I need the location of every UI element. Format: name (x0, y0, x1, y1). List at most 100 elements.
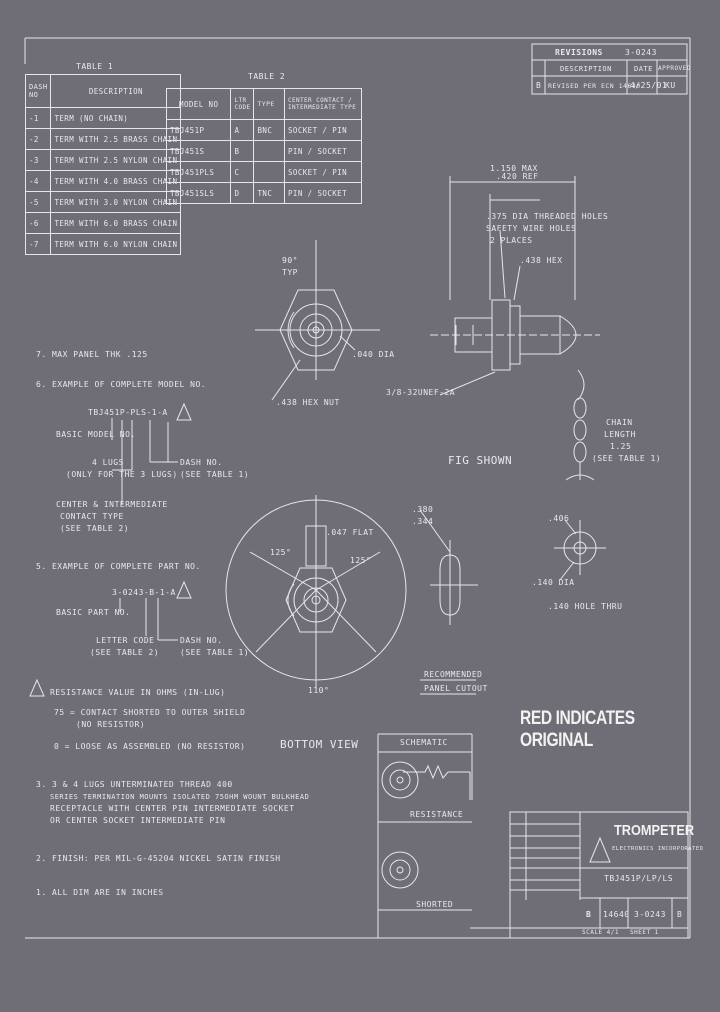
flat-dim: .040 DIA (352, 350, 395, 359)
table1-desc: TERM WITH 4.0 BRASS CHAIN (50, 170, 182, 192)
cutout-dim: .380 (412, 505, 434, 514)
table2-header-model: MODEL NO (165, 88, 232, 120)
table2-ltr: D (230, 182, 255, 204)
table2-title: TABLE 2 (248, 72, 286, 81)
chain-label4: (SEE TABLE 1) (592, 454, 662, 463)
note-6-lugs: 4 LUGS (92, 458, 124, 467)
sheet: SHEET 1 (630, 929, 659, 936)
angle-125-right: 125° (350, 556, 372, 565)
cutout-dim2: .344 (412, 517, 434, 526)
angle-90: 90° (282, 256, 298, 265)
note-5-letter: LETTER CODE (96, 636, 155, 645)
table1-desc: TERM WITH 6.0 BRASS CHAIN (50, 212, 182, 234)
revisions-col-date: DATE (634, 65, 653, 73)
table2-header-row: MODEL NO LTR CODE TYPE CENTER CONTACT / … (165, 88, 362, 120)
table2-type: BNC (253, 119, 285, 141)
chain-label: CHAIN (606, 418, 633, 427)
table2-model: TBJ451P (165, 119, 232, 141)
note-6-example: TBJ451P-PLS-1-A (88, 408, 168, 417)
resistance-label: RESISTANCE (410, 810, 464, 819)
drawing-number: 3-0243 (634, 910, 666, 919)
view-b-label: BOTTOM VIEW (280, 738, 359, 751)
note-5-basic: BASIC PART NO. (56, 608, 131, 617)
table1-desc: TERM WITH 6.0 NYLON CHAIN (50, 233, 182, 255)
shorted-label: SHORTED (416, 900, 454, 909)
table1-desc: TERM WITH 3.0 NYLON CHAIN (50, 191, 182, 213)
note-5-letter2: (SEE TABLE 2) (90, 648, 160, 657)
table1-dash: -7 (24, 233, 52, 255)
chain-label2: LENGTH (604, 430, 636, 439)
table1-dash: -2 (24, 128, 52, 150)
dia-holes-dim2: SAFETY WIRE HOLES (486, 224, 577, 233)
note-4-line2: (NO RESISTOR) (76, 720, 146, 729)
size-letter: B (586, 910, 592, 919)
table2-model: TBJ451SLS (165, 182, 232, 204)
angle-125-left: 125° (270, 548, 292, 557)
lug-dia: .140 DIA (532, 578, 575, 587)
table1-desc: TERM (NO CHAIN) (50, 107, 182, 129)
revisions-rev-desc: REVISED PER ECN 14640 (548, 82, 641, 90)
table1-dash: -4 (24, 170, 52, 192)
revisions-rev-approved: KU (665, 81, 676, 90)
note-6-center2: CONTACT TYPE (60, 512, 124, 521)
note-6-center3: (SEE TABLE 2) (60, 524, 130, 533)
table1-header-desc: DESCRIPTION (50, 74, 182, 108)
chain-label3: 1.25 (610, 442, 632, 451)
ref-dim: .420 REF (496, 172, 539, 181)
angle-110: 110° (308, 686, 330, 695)
note-3-line1: 3. 3 & 4 LUGS UNTERMINATED THREAD 400 (36, 780, 233, 789)
revisions-drawing-no: 3-0243 (625, 48, 657, 57)
table2-type (253, 140, 285, 162)
lug-dim: .406 (548, 514, 570, 523)
note-6-center: CENTER & INTERMEDIATE (56, 500, 168, 509)
cage-code: 14640 (603, 910, 630, 919)
max-length-dim: 1.150 MAX (490, 164, 538, 173)
note-4-line1: 75 = CONTACT SHORTED TO OUTER SHIELD (54, 708, 246, 717)
note-3-line4: OR CENTER SOCKET INTERMEDIATE PIN (50, 816, 226, 825)
table2-contact: SOCKET / PIN (284, 161, 362, 183)
table2-header-ltr: LTR CODE (230, 88, 255, 120)
table1-title: TABLE 1 (76, 62, 114, 71)
table2-ltr: C (230, 161, 255, 183)
table2-contact: PIN / SOCKET (284, 182, 362, 204)
table2: MODEL NO LTR CODE TYPE CENTER CONTACT / … (165, 88, 362, 204)
note-7: 7. MAX PANEL THK .125 (36, 350, 148, 359)
table2-contact: PIN / SOCKET (284, 140, 362, 162)
table1-dash: -6 (24, 212, 52, 234)
brand-sub: ELECTRONICS INCORPORATED (612, 846, 704, 852)
flat-dim-2: .047 FLAT (326, 528, 374, 537)
note-5-dash2: (SEE TABLE 1) (180, 648, 250, 657)
revisions-title: REVISIONS (555, 48, 603, 57)
table2-contact: SOCKET / PIN (284, 119, 362, 141)
revisions-rev-date: 4/25/01 (630, 81, 668, 90)
dia-holes-dim3: 2 PLACES (490, 236, 533, 245)
note-5-title: 5. EXAMPLE OF COMPLETE PART NO. (36, 562, 201, 571)
schematic-label: SCHEMATIC (400, 738, 448, 747)
cutout-label2: PANEL CUTOUT (424, 684, 488, 693)
cutout-label: RECOMMENDED (424, 670, 483, 679)
hex-label: .438 HEX (520, 256, 563, 265)
table1-header-dash: DASH NO (24, 74, 52, 108)
thread-label: 3/8-32UNEF-2A (386, 388, 456, 397)
revisions-col-approved: APPROVED (658, 65, 691, 72)
note-6-title: 6. EXAMPLE OF COMPLETE MODEL NO. (36, 380, 207, 389)
model-number: TBJ451P/LP/LS (604, 874, 674, 883)
scale: SCALE 4/1 (582, 929, 620, 936)
view-a-label: FIG SHOWN (448, 454, 513, 467)
table1-header-row: DASH NO DESCRIPTION (24, 74, 182, 108)
table2-header-contact: CENTER CONTACT / INTERMEDIATE TYPE (284, 88, 362, 120)
table1-desc: TERM WITH 2.5 NYLON CHAIN (50, 149, 182, 171)
hex-nut-label: .438 HEX NUT (276, 398, 340, 407)
